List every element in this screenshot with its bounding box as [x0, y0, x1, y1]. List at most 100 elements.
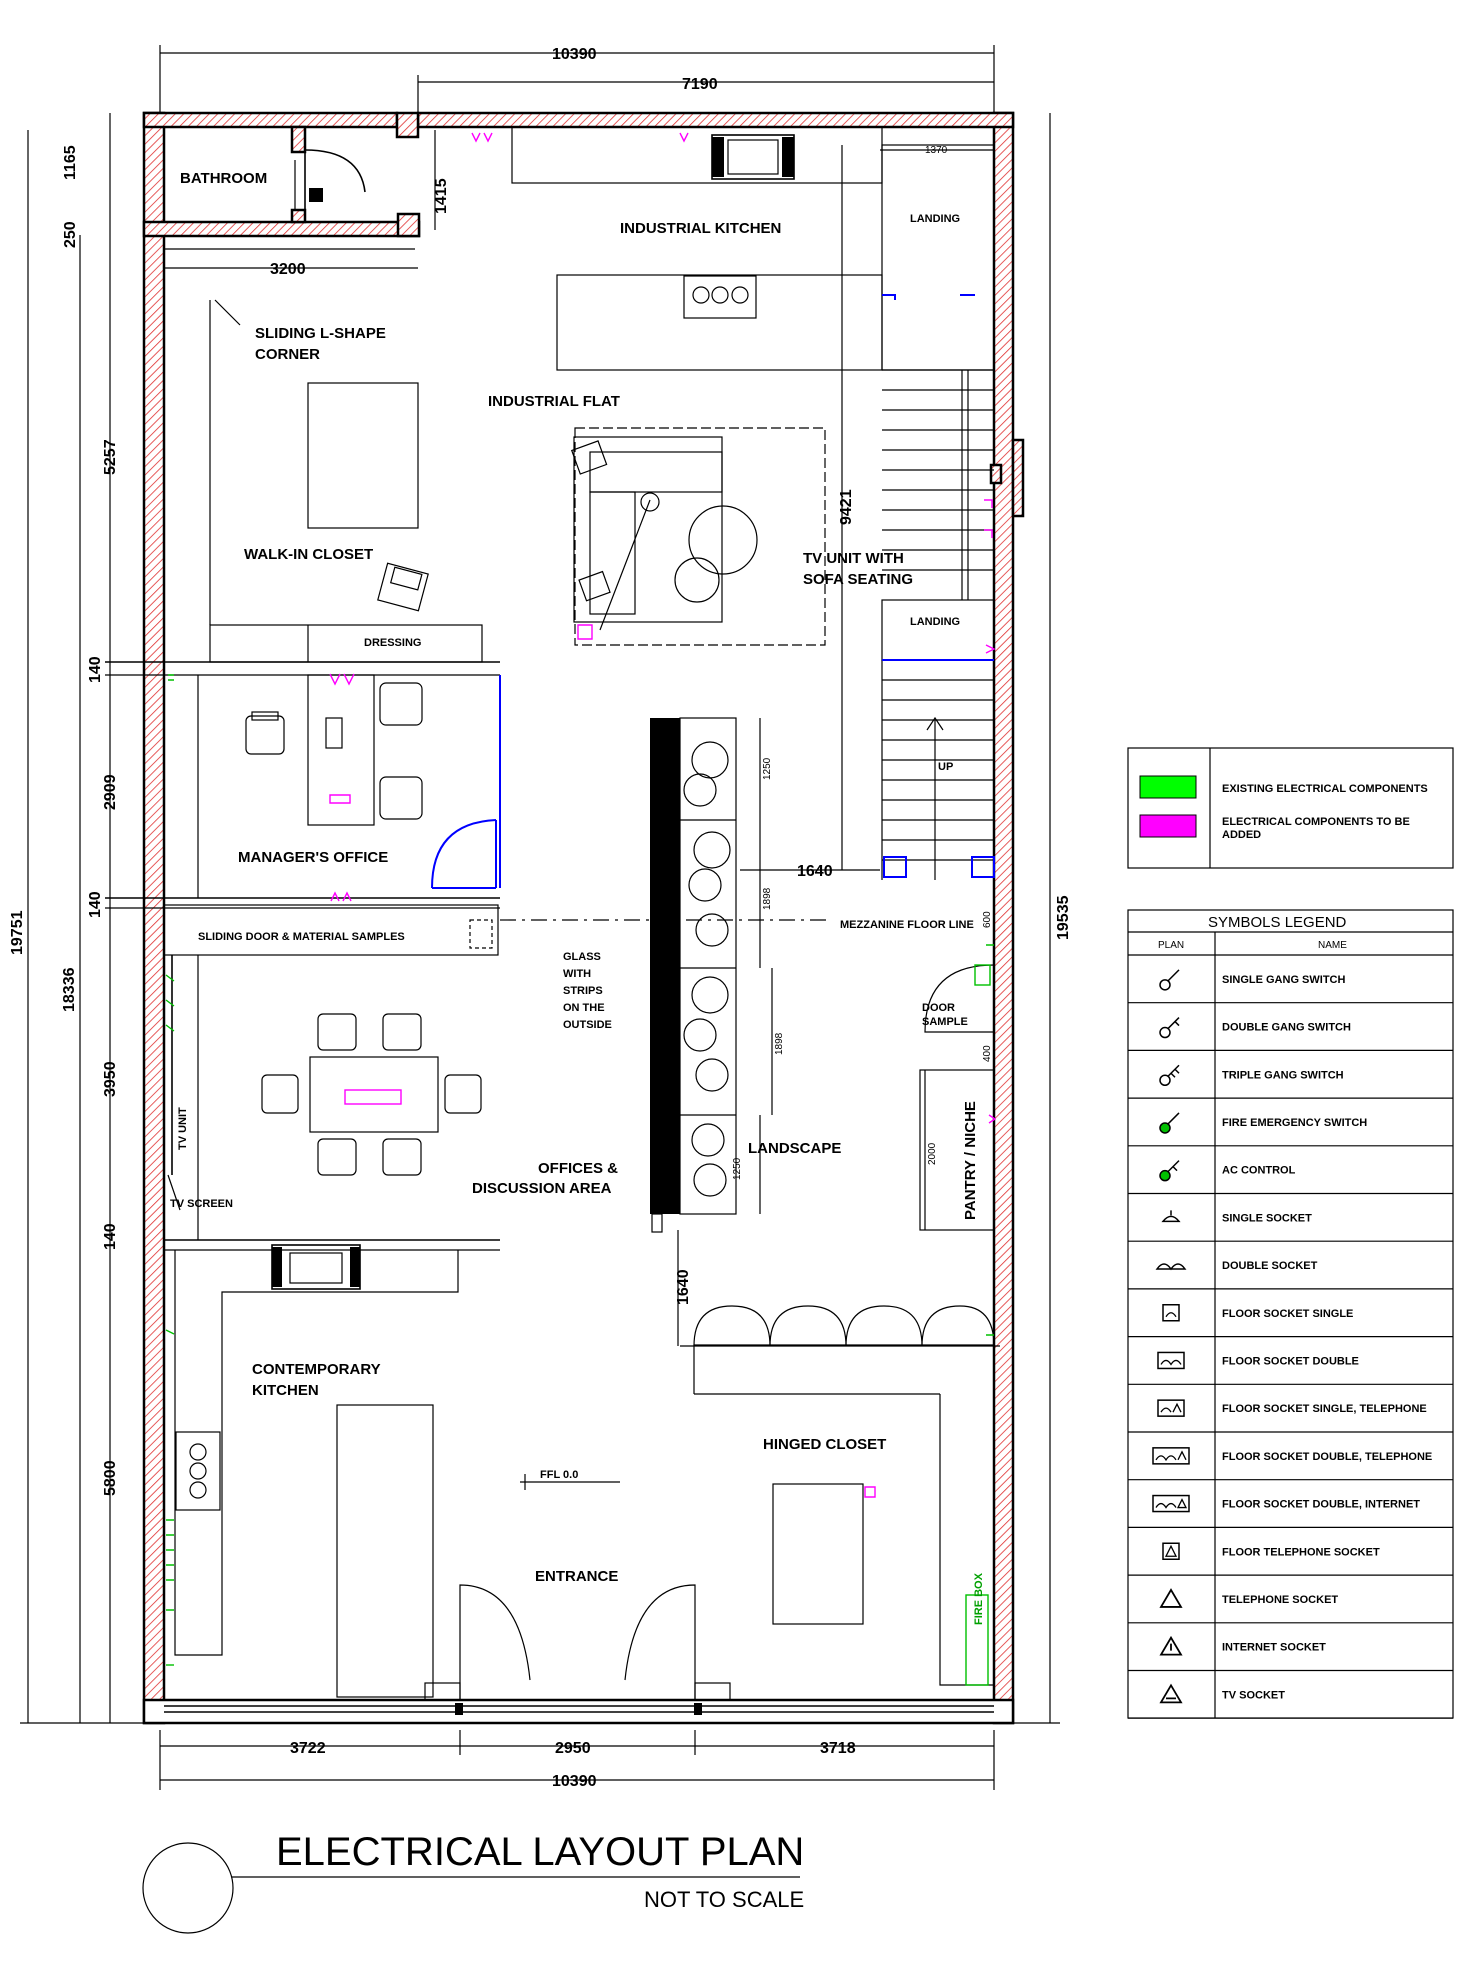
label-landing-mid: LANDING — [910, 616, 960, 628]
floor-socket-double-icon — [1157, 1351, 1185, 1370]
label-glass-5: OUTSIDE — [563, 1019, 612, 1031]
legend-item-name: INTERNET SOCKET — [1222, 1642, 1326, 1654]
interior-partitions — [105, 126, 1000, 1701]
dim-left-1165: 1165 — [62, 145, 79, 180]
drawing-subtitle: NOT TO SCALE — [644, 1887, 804, 1912]
label-offices-2: DISCUSSION AREA — [472, 1180, 612, 1197]
tv-socket-icon — [1159, 1683, 1183, 1704]
legend-item-name: DOUBLE SOCKET — [1222, 1260, 1318, 1272]
label-ffl: FFL 0.0 — [540, 1469, 578, 1481]
legend-item-name: FLOOR TELEPHONE SOCKET — [1222, 1546, 1380, 1558]
label-glass-3: STRIPS — [563, 985, 603, 997]
dim-400: 400 — [982, 1045, 993, 1062]
double-gang-switch-icon — [1159, 1017, 1180, 1039]
legend-added-label-2: ADDED — [1222, 829, 1261, 841]
label-up: UP — [938, 761, 953, 773]
fire-emergency-switch-icon — [1159, 1112, 1180, 1134]
label-tv-unit: TV UNIT — [177, 1107, 189, 1150]
legend-added-label-1: ELECTRICAL COMPONENTS TO BE — [1222, 816, 1410, 828]
double-socket-icon — [1155, 1263, 1187, 1271]
dim-600: 600 — [982, 911, 993, 928]
glass-strip-wall — [650, 718, 680, 1214]
planter-plants — [683, 741, 731, 1197]
label-sliding-l-1: SLIDING L-SHAPE — [255, 325, 386, 342]
legend-item-name: AC CONTROL — [1222, 1165, 1296, 1177]
upper-stairs — [882, 370, 994, 600]
dim-bottom-3718: 3718 — [820, 1740, 856, 1757]
dim-top-overall: 10390 — [552, 46, 597, 63]
symbols-legend: SYMBOLS LEGEND PLAN NAME SINGLE GANG SWI… — [1127, 909, 1454, 1719]
dim-bottom-2950: 2950 — [555, 1740, 591, 1757]
legend-item-name: TV SOCKET — [1222, 1689, 1285, 1701]
dim-left-18336: 18336 — [61, 967, 78, 1012]
dim-left-140a: 140 — [87, 656, 104, 683]
dim-1640-low: 1640 — [675, 1269, 692, 1305]
dim-9421: 9421 — [838, 489, 855, 525]
floor-telephone-socket-icon — [1162, 1542, 1180, 1560]
label-door-sample-1: DOOR — [922, 1002, 955, 1014]
label-managers-office: MANAGER'S OFFICE — [238, 849, 388, 866]
dim-1250b: 1250 — [732, 1157, 743, 1180]
label-contemporary-2: KITCHEN — [252, 1382, 319, 1399]
dim-left-5257: 5257 — [102, 439, 119, 475]
dim-1898a: 1898 — [762, 887, 773, 910]
label-entrance: ENTRANCE — [535, 1568, 618, 1585]
dim-left-2909: 2909 — [102, 774, 119, 810]
legend-item-name: FLOOR SOCKET DOUBLE, TELEPHONE — [1222, 1451, 1432, 1463]
lower-stairs — [881, 660, 994, 880]
label-bathroom: BATHROOM — [180, 170, 267, 187]
label-tv-screen: TV SCREEN — [170, 1198, 233, 1210]
dim-1415: 1415 — [433, 178, 450, 214]
dim-left-3950: 3950 — [102, 1061, 119, 1097]
symbols-col-plan: PLAN — [1158, 940, 1184, 951]
label-mezzanine: MEZZANINE FLOOR LINE — [840, 919, 974, 931]
single-socket-icon — [1161, 1210, 1181, 1223]
label-offices-1: OFFICES & — [538, 1160, 618, 1177]
label-dressing: DRESSING — [364, 637, 421, 649]
label-glass-1: GLASS — [563, 951, 601, 963]
dim-1898b: 1898 — [774, 1032, 785, 1055]
dining-table — [309, 1056, 439, 1133]
legend-item-name: SINGLE SOCKET — [1222, 1212, 1312, 1224]
label-landing-top: LANDING — [910, 213, 960, 225]
legend-item-name: FIRE EMERGENCY SWITCH — [1222, 1117, 1367, 1129]
title-circle — [142, 1842, 234, 1934]
dim-bottom-overall: 10390 — [552, 1773, 597, 1790]
color-legend: EXISTING ELECTRICAL COMPONENTS ELECTRICA… — [1127, 747, 1454, 869]
dim-1640-mid: 1640 — [797, 863, 833, 880]
single-gang-switch-icon — [1159, 969, 1180, 991]
dim-right-19535: 19535 — [1055, 895, 1072, 940]
ac-control-icon — [1159, 1160, 1180, 1182]
floor-socket-single-icon — [1162, 1304, 1180, 1322]
legend-existing-label: EXISTING ELECTRICAL COMPONENTS — [1222, 783, 1428, 795]
triple-gang-switch-icon — [1159, 1064, 1180, 1086]
hob-island — [683, 275, 757, 319]
existing-color-swatch — [1139, 775, 1197, 799]
dim-left-140c: 140 — [102, 1223, 119, 1250]
hob-bottom — [175, 1431, 221, 1511]
symbols-legend-title: SYMBOLS LEGEND — [1208, 914, 1347, 931]
legend-item-name: FLOOR SOCKET DOUBLE, INTERNET — [1222, 1499, 1420, 1511]
dim-1250: 1250 — [762, 757, 773, 780]
kitchen-sink-top — [711, 134, 795, 180]
electrical-markers — [165, 132, 997, 1666]
legend-item-name: SINGLE GANG SWITCH — [1222, 974, 1346, 986]
label-landscape: LANDSCAPE — [748, 1140, 841, 1157]
dim-1370: 1370 — [925, 145, 948, 156]
drawing-title: ELECTRICAL LAYOUT PLAN — [276, 1830, 804, 1874]
legend-item-name: FLOOR SOCKET SINGLE — [1222, 1308, 1353, 1320]
exterior-walls — [142, 111, 1025, 1725]
label-sliding-door: SLIDING DOOR & MATERIAL SAMPLES — [198, 931, 405, 943]
dim-2000: 2000 — [927, 1142, 938, 1165]
floor-socket-double-internet-icon — [1152, 1494, 1190, 1513]
telephone-socket-icon — [1159, 1588, 1183, 1608]
dim-left-19751: 19751 — [9, 910, 26, 955]
title-block: ELECTRICAL LAYOUT PLAN NOT TO SCALE — [142, 1830, 804, 1934]
walk-in-chair — [377, 562, 429, 612]
label-pantry: PANTRY / NICHE — [962, 1101, 979, 1220]
legend-item-name: TRIPLE GANG SWITCH — [1222, 1069, 1344, 1081]
label-industrial-flat: INDUSTRIAL FLAT — [488, 393, 620, 410]
floor-socket-double-telephone-icon — [1152, 1447, 1190, 1465]
dim-left-140b: 140 — [87, 891, 104, 918]
